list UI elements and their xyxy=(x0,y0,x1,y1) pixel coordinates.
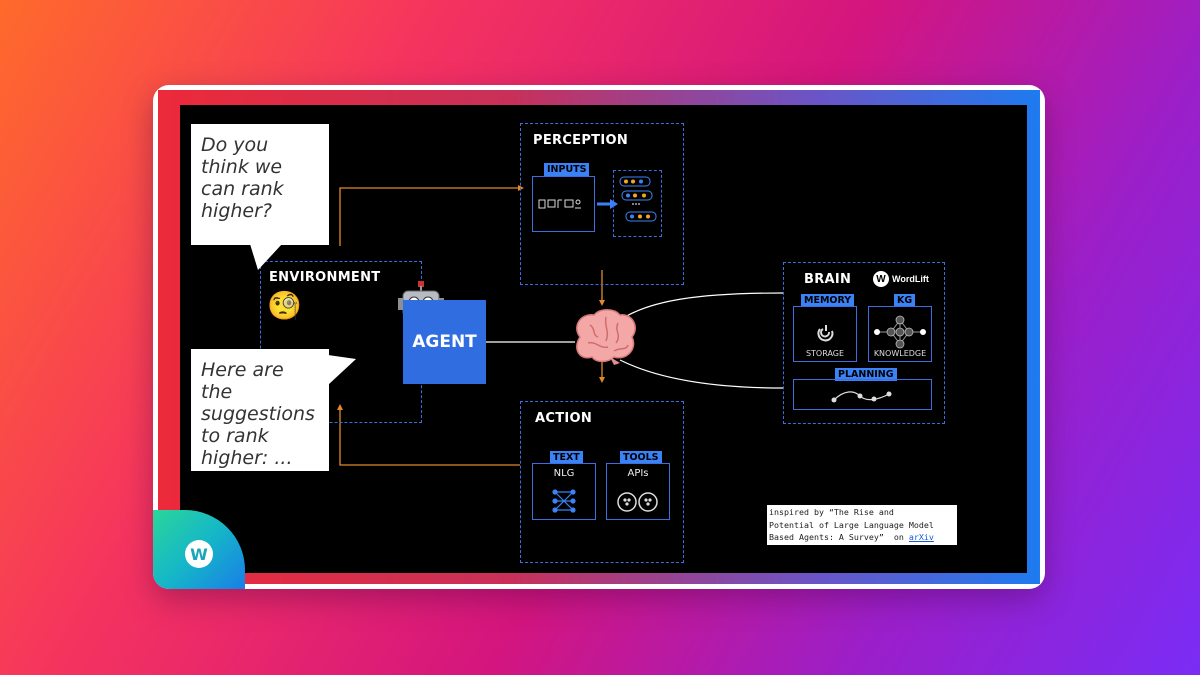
action-to-env-line xyxy=(339,410,520,466)
perception-to-brain-arrowhead xyxy=(599,300,605,306)
knowledge-label: KNOWLEDGE xyxy=(873,349,927,358)
env-to-perception-line xyxy=(339,187,518,246)
wordlift-logo: W WordLift xyxy=(873,271,929,287)
citation-note: inspired by “The Rise and Potential of L… xyxy=(767,505,957,545)
answer-text: Here are the suggestions to rank higher:… xyxy=(201,359,315,469)
planning-path-icon xyxy=(831,391,892,403)
question-bubble-tail xyxy=(250,244,282,270)
storage-label: STORAGE xyxy=(805,349,845,358)
tools-tag: TOOLS xyxy=(620,451,662,464)
planning-box xyxy=(793,379,932,410)
memory-box: STORAGE xyxy=(793,306,857,362)
nlg-label: NLG xyxy=(553,468,575,479)
citation-line-2: Potential of Large Language Model xyxy=(769,519,934,530)
network-icon xyxy=(552,489,576,513)
action-box: ACTION TEXT NLG TO xyxy=(520,401,684,563)
diagram-canvas: ENVIRONMENT 🧐 Do you think we can rank h… xyxy=(180,105,1027,573)
perception-box: PERCEPTION INPUTS xyxy=(520,123,684,285)
gradient-frame: ENVIRONMENT 🧐 Do you think we can rank h… xyxy=(158,90,1040,584)
brain-icon xyxy=(576,309,636,365)
wordlift-w-icon: W xyxy=(185,540,213,568)
brain-module-upper-curve xyxy=(619,292,784,321)
media-icons xyxy=(538,199,581,209)
storage-icon xyxy=(817,325,834,342)
wordlift-logo-icon: W xyxy=(873,271,889,287)
embedding-dots-icon xyxy=(619,176,657,222)
api-gears-icon xyxy=(617,492,658,512)
wordlift-brand: WordLift xyxy=(892,274,929,284)
citation-line-1: inspired by “The Rise and xyxy=(769,507,894,517)
memory-tag: MEMORY xyxy=(801,294,855,307)
question-bubble: Do you think we can rank higher? xyxy=(191,124,329,245)
env-to-perception-arrowhead xyxy=(518,185,524,191)
brain-title: BRAIN xyxy=(804,272,852,287)
brain-module-lower-curve xyxy=(619,359,784,389)
text-tag: TEXT xyxy=(550,451,583,464)
inputs-tag: INPUTS xyxy=(544,163,590,176)
apis-box: APIs xyxy=(606,463,670,520)
planning-tag: PLANNING xyxy=(835,368,897,381)
agent-box: AGENT xyxy=(403,300,486,384)
agent-label: AGENT xyxy=(412,332,477,352)
embedding-box xyxy=(613,170,662,237)
perception-title: PERCEPTION xyxy=(533,133,629,148)
inputs-arrow-icon xyxy=(597,199,618,209)
connectors xyxy=(337,185,784,466)
knowledge-graph-icon xyxy=(874,315,926,349)
brain-to-action-arrowhead xyxy=(599,377,605,383)
slide-card: ENVIRONMENT 🧐 Do you think we can rank h… xyxy=(153,85,1045,589)
question-text: Do you think we can rank higher? xyxy=(201,134,284,222)
monocle-face-icon: 🧐 xyxy=(267,290,302,321)
inputs-box xyxy=(532,176,595,232)
nlg-box: NLG xyxy=(532,463,596,520)
brain-module-box: BRAIN W WordLift MEMORY STORAGE KG xyxy=(783,262,945,424)
action-to-env-arrowhead xyxy=(337,404,343,410)
arxiv-link[interactable]: arXiv xyxy=(908,532,934,542)
environment-title: ENVIRONMENT xyxy=(269,270,381,285)
citation-line-3: Based Agents: A Survey” on xyxy=(769,532,909,542)
logo-letter: W xyxy=(190,544,208,564)
answer-bubble: Here are the suggestions to rank higher:… xyxy=(191,349,329,471)
answer-bubble-tail xyxy=(328,355,356,385)
apis-label: APIs xyxy=(627,468,649,479)
kg-tag: KG xyxy=(894,294,916,307)
kg-box: KNOWLEDGE xyxy=(868,306,932,362)
action-title: ACTION xyxy=(535,411,593,426)
